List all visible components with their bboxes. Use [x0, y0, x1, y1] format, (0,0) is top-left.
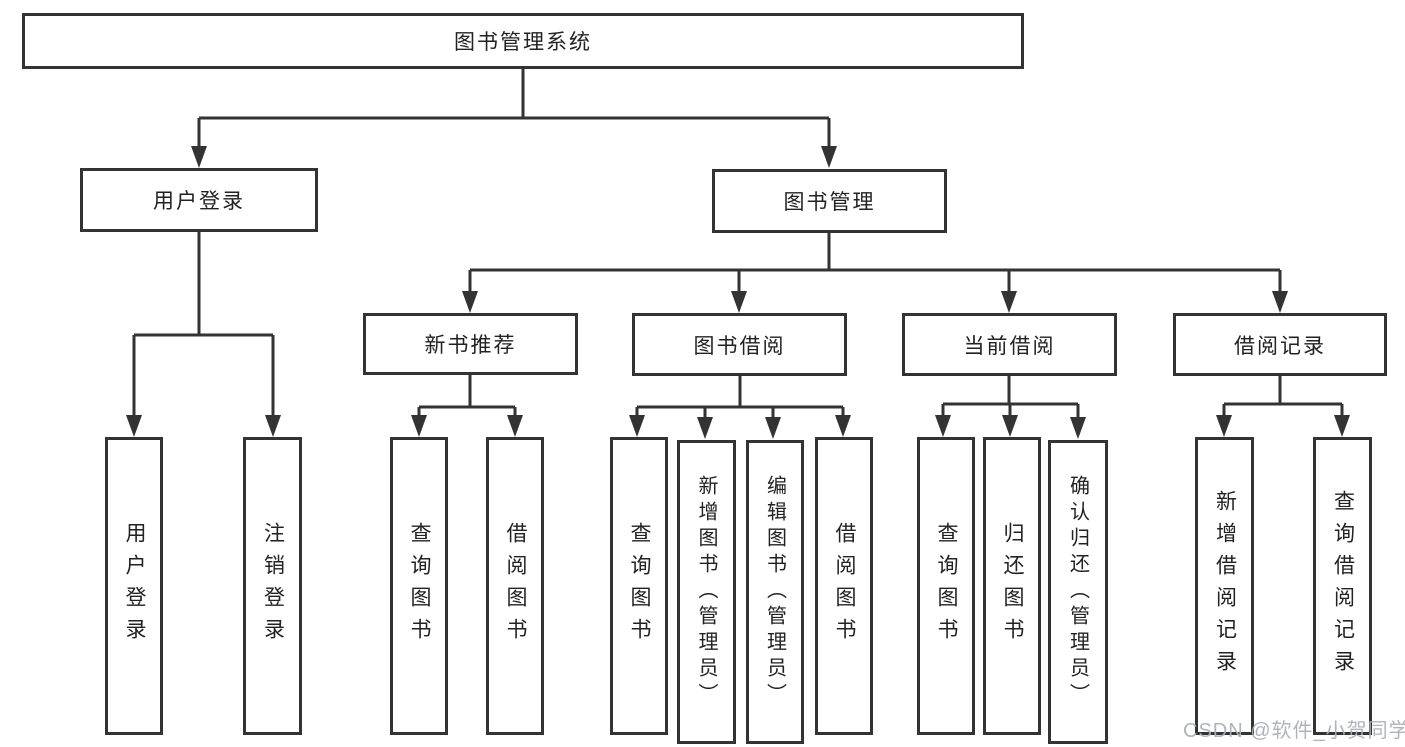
leaf-logout: 注销登录 [243, 437, 302, 735]
leaf-return-book: 归还图书 [983, 437, 1041, 735]
node-book-borrow: 图书借阅 [632, 313, 847, 376]
node-root-label: 图书管理系统 [454, 31, 592, 54]
leaf-edit-book-admin: 编辑图书（管理员） [746, 440, 804, 744]
connector-currentborrow-to-leaves [941, 376, 1080, 419]
leaf-current-query-book: 查询图书 [917, 437, 975, 735]
node-book-borrow-label: 图书借阅 [693, 334, 786, 358]
leaf-confirm-return-admin-label: 确认归还（管理员） [1066, 475, 1089, 709]
node-borrow-record-label: 借阅记录 [1234, 334, 1326, 358]
leaf-current-query-book-label: 查询图书 [935, 522, 958, 650]
leaf-add-book-admin-label: 新增图书（管理员） [695, 475, 717, 709]
node-book-management: 图书管理 [712, 169, 947, 233]
connector-borrowrecord-to-leaves [1222, 376, 1344, 417]
leaf-user-login-label: 用户登录 [123, 522, 146, 650]
leaf-borrow-query-book: 查询图书 [610, 437, 668, 735]
leaf-query-borrow-record: 查询借阅记录 [1313, 437, 1372, 735]
leaf-edit-book-admin-label: 编辑图书（管理员） [763, 475, 786, 709]
node-book-management-label: 图书管理 [783, 191, 876, 214]
connector-bookmgmt-to-level3 [468, 233, 1282, 293]
node-current-borrow: 当前借阅 [902, 313, 1117, 376]
leaf-query-borrow-record-label: 查询借阅记录 [1331, 490, 1355, 682]
leaf-return-book-label: 归还图书 [1001, 522, 1024, 650]
node-root-system: 图书管理系统 [22, 13, 1024, 69]
leaf-add-borrow-record: 新增借阅记录 [1195, 437, 1254, 735]
leaf-add-borrow-record-label: 新增借阅记录 [1213, 490, 1237, 682]
node-borrow-record: 借阅记录 [1173, 313, 1387, 376]
leaf-add-book-admin: 新增图书（管理员） [677, 440, 736, 744]
leaf-borrow-query-book-label: 查询图书 [628, 522, 651, 650]
node-new-book-recommend-label: 新书推荐 [424, 334, 517, 357]
leaf-newbook-query-book-label: 查询图书 [408, 522, 431, 650]
node-new-book-recommend: 新书推荐 [363, 313, 578, 375]
arrowheads [126, 146, 1350, 439]
leaf-newbook-borrow-book: 借阅图书 [486, 437, 544, 735]
node-user-login-label: 用户登录 [153, 190, 245, 213]
node-current-borrow-label: 当前借阅 [963, 334, 1056, 358]
leaf-borrow-book: 借阅图书 [815, 437, 873, 735]
leaf-newbook-query-book: 查询图书 [390, 437, 448, 735]
leaf-user-login: 用户登录 [105, 437, 163, 735]
leaf-newbook-borrow-book-label: 借阅图书 [504, 522, 527, 650]
leaf-confirm-return-admin: 确认归还（管理员） [1048, 440, 1108, 744]
connector-userlogin-to-leaves [132, 232, 275, 417]
node-user-login: 用户登录 [80, 168, 318, 232]
connector-bookborrow-to-leaves [635, 376, 845, 420]
connector-newbook-to-leaves [417, 375, 517, 419]
connector-root-to-level2 [197, 69, 831, 148]
leaf-logout-label: 注销登录 [261, 522, 285, 650]
leaf-borrow-book-label: 借阅图书 [833, 522, 856, 650]
watermark: CSDN @软件_小贺同学 [1183, 720, 1405, 742]
